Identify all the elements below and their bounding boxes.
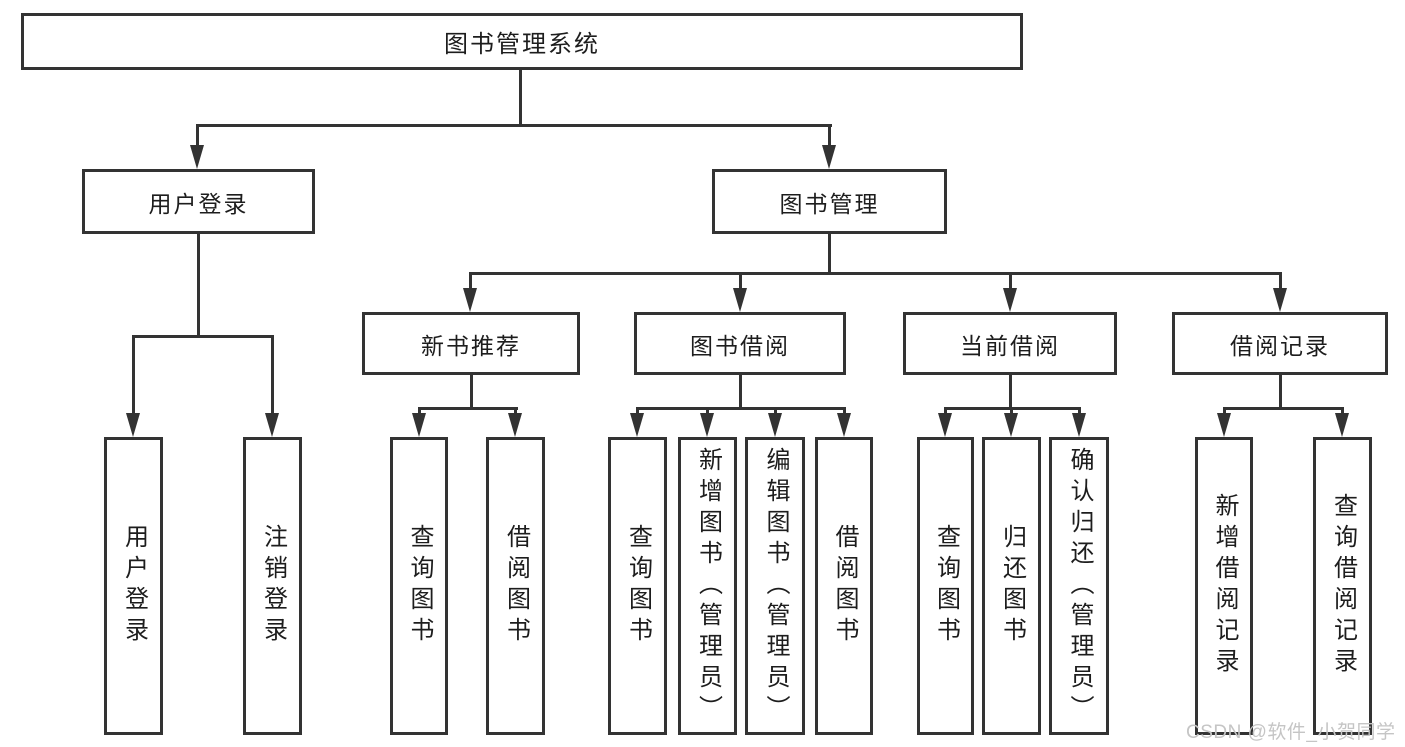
connector-line [739,272,742,290]
connector-line [271,335,274,413]
leaf-query-books-borrow: 查询图书 [608,437,667,735]
arrowhead [1217,413,1231,437]
arrowhead [700,413,714,437]
arrowhead [733,288,747,312]
arrowhead [768,413,782,437]
connector-line [469,272,472,290]
leaf-query-books-current-label: 查询图书 [932,524,960,648]
connector-line [469,272,1282,275]
node-book-borrow: 图书借阅 [634,312,846,375]
leaf-edit-book-admin-label: 编辑图书（管理员） [762,446,789,726]
connector-line [843,407,846,415]
arrowhead [412,413,426,437]
arrowhead [463,288,477,312]
leaf-query-books-recommend: 查询图书 [390,437,448,735]
connector-line [197,234,200,335]
connector-line [514,407,517,415]
node-borrow-records-label: 借阅记录 [1230,332,1330,359]
leaf-logout-label: 注销登录 [259,524,287,648]
leaf-return-book: 归还图书 [982,437,1041,735]
leaf-add-borrow-record-label: 新增借阅记录 [1211,493,1238,679]
leaf-return-book-label: 归还图书 [998,524,1026,648]
arrowhead [1335,413,1349,437]
node-user-login: 用户登录 [82,169,315,234]
connector-line [132,335,274,338]
leaf-borrow-books-recommend: 借阅图书 [486,437,545,735]
connector-line [1009,272,1012,290]
connector-line [706,407,709,415]
connector-line [828,234,831,272]
node-root-label: 图书管理系统 [444,31,600,58]
arrowhead [1004,413,1018,437]
leaf-query-books-current: 查询图书 [917,437,974,735]
arrowhead [822,145,836,169]
arrowhead [126,413,140,437]
node-current-borrow-label: 当前借阅 [960,332,1060,359]
node-new-book-recommend: 新书推荐 [362,312,580,375]
connector-line [418,407,421,415]
node-new-book-recommend-label: 新书推荐 [421,332,521,359]
connector-line [132,335,135,413]
arrowhead [837,413,851,437]
leaf-borrow-books-recommend-label: 借阅图书 [502,524,530,648]
connector-line [196,124,199,148]
leaf-query-books-recommend-label: 查询图书 [406,524,433,648]
leaf-query-borrow-record-label: 查询借阅记录 [1329,493,1357,679]
connector-line [1078,407,1081,415]
arrowhead [938,413,952,437]
leaf-borrow-books-borrow-label: 借阅图书 [831,524,858,648]
connector-line [636,407,639,415]
leaf-query-books-borrow-label: 查询图书 [624,524,652,648]
leaf-add-book-admin: 新增图书（管理员） [678,437,737,735]
node-book-management: 图书管理 [712,169,947,234]
connector-line [774,407,777,415]
connector-line [828,124,831,148]
connector-line [944,407,947,415]
arrowhead [1273,288,1287,312]
node-book-management-label: 图书管理 [779,190,880,217]
connector-line [418,407,518,410]
connector-line [1341,407,1344,415]
arrowhead [1072,413,1086,437]
connector-line [739,375,742,407]
arrowhead [508,413,522,437]
arrowhead [630,413,644,437]
connector-line [636,407,845,410]
connector-line [1010,407,1013,415]
leaf-user-login: 用户登录 [104,437,163,735]
leaf-confirm-return-admin-label: 确认归还（管理员） [1066,446,1093,726]
leaf-edit-book-admin: 编辑图书（管理员） [745,437,805,735]
connector-line [1223,407,1226,415]
node-book-borrow-label: 图书借阅 [690,332,790,359]
leaf-logout: 注销登录 [243,437,302,735]
leaf-add-borrow-record: 新增借阅记录 [1195,437,1253,735]
node-borrow-records: 借阅记录 [1172,312,1388,375]
csdn-watermark: CSDN @软件_小贺同学 [1186,722,1396,743]
node-root: 图书管理系统 [21,13,1023,70]
arrowhead [265,413,279,437]
arrowhead [190,145,204,169]
leaf-add-book-admin-label: 新增图书（管理员） [694,446,722,726]
leaf-borrow-books-borrow: 借阅图书 [815,437,873,735]
connector-line [1279,272,1282,290]
connector-line [1009,375,1012,407]
leaf-user-login-label: 用户登录 [120,524,148,648]
connector-line [1279,375,1282,407]
arrowhead [1003,288,1017,312]
connector-line [519,70,522,126]
node-current-borrow: 当前借阅 [903,312,1117,375]
connector-line [470,375,473,407]
connector-line [196,124,832,127]
connector-line [1223,407,1344,410]
leaf-query-borrow-record: 查询借阅记录 [1313,437,1372,735]
node-user-login-label: 用户登录 [148,190,249,217]
leaf-confirm-return-admin: 确认归还（管理员） [1049,437,1109,735]
